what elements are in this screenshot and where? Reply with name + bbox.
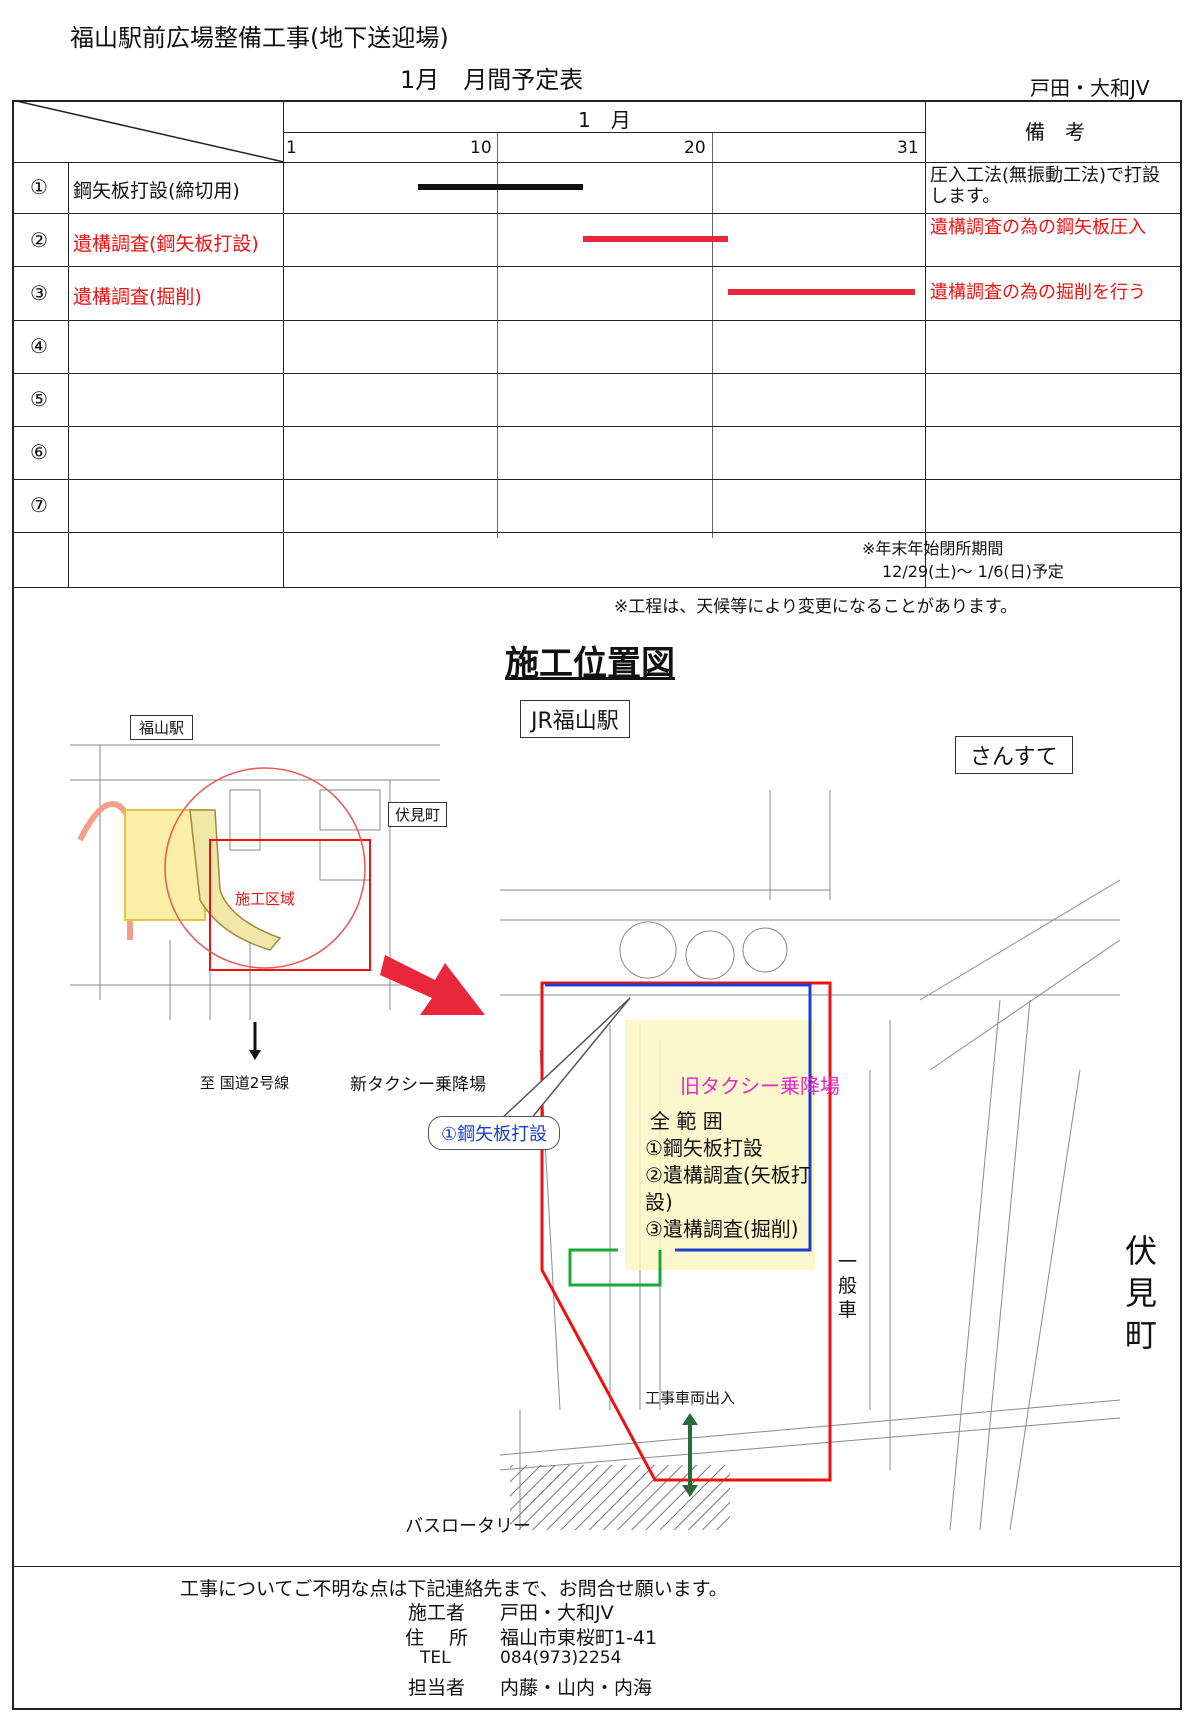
company-name: 戸田・大和JV xyxy=(1030,76,1150,100)
row-divider xyxy=(12,532,1182,533)
new-taxi-label: 新タクシー乗降場 xyxy=(350,1075,486,1095)
document-subtitle: 1月 月間予定表 xyxy=(400,66,584,94)
scope-line-1: 全 範 囲 xyxy=(650,1109,723,1133)
scope-line-2: ①鋼矢板打設 xyxy=(645,1136,763,1160)
day-tick-10: 10 xyxy=(470,138,492,158)
contractor-value: 戸田・大和JV xyxy=(500,1602,614,1624)
person-label: 担当者 xyxy=(408,1677,466,1699)
row-divider xyxy=(12,479,1182,480)
day-gridline xyxy=(497,132,498,538)
fushimi-large-label: 伏見町 xyxy=(1125,1232,1158,1354)
document-title: 福山駅前広場整備工事(地下送迎場) xyxy=(70,24,449,52)
contact-divider xyxy=(12,1566,1182,1567)
gantt-bar-2 xyxy=(583,236,729,242)
row-number: ⑦ xyxy=(30,493,48,517)
row-number: ⑤ xyxy=(30,387,48,411)
station-label-small: 福山駅 xyxy=(130,715,194,740)
remark-2: 遺構調査の為の鋼矢板圧入 xyxy=(930,217,1146,238)
month-label: 1 月 xyxy=(578,108,631,132)
fushimi-label-small: 伏見町 xyxy=(388,802,448,827)
col-divider xyxy=(68,162,69,588)
scope-line-5: ③遺構調査(掘削) xyxy=(645,1217,799,1241)
gantt-bar-3 xyxy=(728,289,915,295)
row-divider xyxy=(283,132,925,133)
vehicle-access-label: 工事車両出入 xyxy=(645,1389,736,1407)
construction-area-label: 施工区域 xyxy=(235,890,296,908)
tel-value: 084(973)2254 xyxy=(500,1648,622,1668)
overview-map-drawing xyxy=(70,744,440,1020)
site-map: JR福山駅 さんすて 旧タクシー乗降場 全 範 囲 ①鋼矢板打設 ②遺構調査(矢… xyxy=(499,700,1121,1531)
col-divider xyxy=(283,100,284,588)
row-number: ⑥ xyxy=(30,440,48,464)
task-label: 鋼矢板打設(締切用) xyxy=(73,180,240,202)
address-label: 住 所 xyxy=(405,1627,469,1649)
page-frame xyxy=(12,100,1182,1710)
weather-note: ※工程は、天候等により変更になることがあります。 xyxy=(614,597,1018,617)
task-label: 遺構調査(鋼矢板打設) xyxy=(73,233,259,255)
row-divider xyxy=(12,213,1182,214)
row-number: ② xyxy=(30,228,48,252)
closure-note-line2: 12/29(土)～ 1/6(日)予定 xyxy=(882,562,1064,581)
day-gridline xyxy=(712,132,713,538)
overview-map: 福山駅 施工区域 伏見町 xyxy=(70,715,448,1030)
row-number: ④ xyxy=(30,334,48,358)
row-number: ③ xyxy=(30,281,48,305)
row-divider xyxy=(12,266,1182,267)
tel-label: TEL xyxy=(420,1648,451,1668)
remark-3: 遺構調査の為の掘削を行う xyxy=(930,282,1146,303)
contractor-label: 施工者 xyxy=(408,1602,466,1624)
col-divider xyxy=(925,100,926,588)
pointer-arrow-icon xyxy=(380,955,485,1015)
bus-rotary-label: バスロータリー xyxy=(405,1516,531,1537)
scope-line-3: ②遺構調査(矢板打 xyxy=(645,1163,811,1187)
row-divider xyxy=(12,373,1182,374)
contact-intro: 工事についてご不明な点は下記連絡先まで、お問合せ願います。 xyxy=(180,1578,728,1600)
map-title: 施工位置図 xyxy=(505,644,675,684)
sansuteru-label: さんすて xyxy=(955,736,1073,774)
site-map-drawing xyxy=(499,790,1121,1531)
row-divider xyxy=(12,426,1182,427)
national-route-label: 至 国道2号線 xyxy=(200,1074,290,1092)
old-taxi-label: 旧タクシー乗降場 xyxy=(680,1074,840,1098)
task-label: 遺構調査(掘削) xyxy=(73,286,202,308)
day-tick-20: 20 xyxy=(684,138,706,158)
header-diagonal xyxy=(12,100,284,162)
jr-station-label: JR福山駅 xyxy=(520,700,630,738)
person-value: 内藤・山内・内海 xyxy=(500,1677,653,1699)
row-divider xyxy=(12,162,1182,163)
remarks-header: 備 考 xyxy=(1025,120,1085,144)
gantt-bar-1 xyxy=(417,184,584,190)
general-car-label: 一般車 xyxy=(838,1250,860,1322)
day-tick-1: 1 xyxy=(286,138,297,158)
row-divider xyxy=(12,587,1182,588)
remark-1: 圧入工法(無振動工法)で打設します。 xyxy=(930,165,1161,207)
day-tick-31: 31 xyxy=(897,138,919,158)
address-value: 福山市東桜町1-41 xyxy=(500,1627,658,1649)
down-arrow-icon xyxy=(249,1022,261,1060)
scope-line-4: 設) xyxy=(645,1190,673,1214)
row-divider xyxy=(12,320,1182,321)
row-number: ① xyxy=(30,175,48,199)
closure-note-line1: ※年末年始閉所期間 xyxy=(862,539,1004,558)
sheet-pile-callout: ①鋼矢板打設 xyxy=(428,1116,561,1150)
